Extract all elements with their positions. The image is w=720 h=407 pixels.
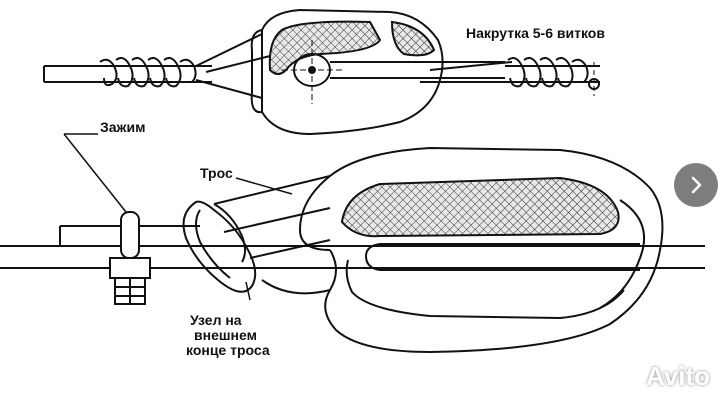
top-figure [43,8,600,136]
label-knot-line-3: конце троса [186,342,270,358]
chevron-right-icon [691,176,702,194]
top-thimble-body [261,8,444,136]
top-cable [43,65,600,83]
label-knot-line-1: Узел на [190,312,242,328]
bottom-hatched-insert [340,176,620,238]
label-clamp: Зажим [100,119,146,135]
bottom-figure [0,133,705,354]
bottom-thimble-body [324,146,664,354]
knot [182,200,257,293]
label-turns: Накрутка 5-6 витков [466,25,605,41]
avito-logo-icon [614,364,639,389]
next-image-button[interactable] [674,163,718,207]
avito-watermark: Avito [612,361,710,392]
top-right-coil [507,57,589,88]
clamp [109,211,151,305]
top-hatched-insert [268,20,382,75]
watermark-text: Avito [645,361,710,391]
label-knot-line-2: внешнем [194,327,257,343]
top-left-coil [99,57,197,88]
label-rope: Трос [200,165,233,181]
